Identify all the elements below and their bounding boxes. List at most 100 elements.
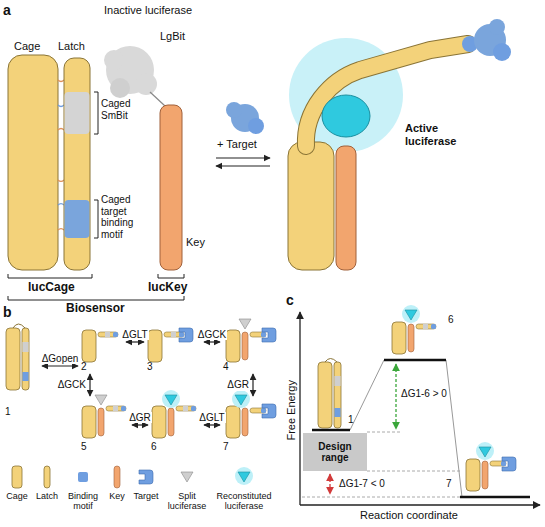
drawing-part (239, 319, 251, 329)
drawing-part (416, 324, 436, 329)
drawing-part (325, 359, 337, 363)
drawing-part (8, 55, 58, 270)
state-number: 6 (151, 441, 157, 452)
drawing-part (306, 44, 468, 146)
legend-text: Key (104, 491, 130, 501)
drawing-part (392, 322, 406, 354)
drawing-part (476, 442, 494, 460)
annotation: Cage (14, 40, 40, 53)
drawing-part (176, 406, 196, 411)
edge-label: ΔGR (226, 379, 250, 391)
drawing-part (181, 472, 193, 482)
annotation: + Target (217, 138, 257, 151)
drawing-part (44, 466, 50, 488)
drawing-part (395, 364, 396, 429)
state-number: 7 (446, 478, 452, 490)
drawing-part (250, 332, 266, 337)
drawing-part (302, 432, 460, 497)
annotation: Caged SmBit (101, 98, 155, 121)
drawing-part (493, 43, 511, 61)
drawing-part (250, 408, 266, 413)
connector (132, 424, 148, 425)
panel-letter: b (3, 304, 12, 320)
drawing-part (58, 80, 64, 230)
drawing-part (226, 406, 240, 438)
state-node: 1 (4, 322, 40, 417)
state-number: 5 (81, 441, 87, 452)
annotation: Key (186, 236, 205, 249)
drawing-part (384, 359, 446, 362)
drawing-part (22, 342, 28, 352)
state-pictograms (6, 319, 276, 438)
legend-text: Latch (32, 491, 62, 501)
drawing-part (318, 362, 332, 428)
edge-label: ΔGR (128, 412, 152, 424)
panel-letter: c (286, 292, 294, 308)
annotation: Active luciferase (405, 122, 467, 147)
drawing-part (94, 92, 98, 238)
connector (126, 341, 144, 342)
legend-text: Target (130, 491, 162, 501)
drawing-part (135, 73, 157, 95)
drawing-part (312, 429, 350, 432)
drawing-part (336, 146, 356, 270)
drawing-part (106, 406, 126, 411)
biosensor-left (8, 46, 270, 300)
state-node: 5 (80, 398, 130, 452)
state-number: 1 (5, 406, 11, 417)
drawing-part (242, 408, 248, 436)
edge-label: ΔGopen (41, 353, 80, 365)
annotation: lucCage (28, 281, 75, 295)
drawing-part (65, 200, 90, 238)
drawing-part (95, 395, 107, 405)
drawing-part (288, 142, 334, 270)
annotation: Free Energy (285, 380, 298, 441)
drawing-part (299, 312, 300, 505)
legend-text: Split luciferase (162, 491, 212, 511)
drawing-part (334, 362, 341, 428)
drawing-part (489, 19, 505, 35)
annotation: lucKey (148, 281, 187, 295)
drawing-part (139, 470, 153, 484)
state-number: 1 (348, 414, 354, 426)
drawing-part (13, 324, 25, 328)
state-node: 4 (222, 318, 280, 372)
legend-text: Reconstituted luciferase (214, 491, 274, 511)
drawing-part (110, 78, 130, 98)
drawing-part (466, 459, 480, 491)
drawing-part (179, 328, 193, 342)
drawing-part (232, 390, 250, 408)
drawing-part (300, 504, 540, 505)
edge-label: ΔGCK (197, 329, 227, 341)
drawing-part (22, 372, 28, 381)
drawing-part (82, 330, 96, 362)
drawing-part (408, 324, 414, 352)
annotation: Inactive luciferase (104, 4, 192, 17)
range-box: Design range (303, 433, 367, 471)
state-node: 3 (146, 318, 202, 372)
drawing-part (235, 467, 253, 485)
drawing-part (98, 408, 104, 436)
drawing-part (148, 330, 162, 362)
drawing-part (82, 406, 96, 438)
drawing-part (334, 408, 340, 417)
state-number: 2 (81, 361, 87, 372)
drawing-part (226, 102, 242, 118)
drawing-part (502, 457, 516, 471)
drawing-part (482, 461, 488, 489)
drawing-part (168, 408, 174, 436)
state-node: 6 (150, 398, 202, 452)
drawing-part (226, 330, 240, 362)
state-number: 7 (223, 441, 229, 452)
state-number: 3 (147, 361, 153, 372)
edge-label: ΔGLT (121, 329, 148, 341)
annotation: ΔG1-6 > 0 (400, 388, 448, 400)
drawing-part (322, 95, 370, 137)
drawing-part (329, 474, 330, 494)
annotation: Reaction coordinate (360, 509, 458, 522)
drawing-part (6, 328, 20, 390)
drawing-part (216, 157, 270, 158)
edge-label: ΔGCK (57, 379, 87, 391)
connector (42, 365, 78, 366)
